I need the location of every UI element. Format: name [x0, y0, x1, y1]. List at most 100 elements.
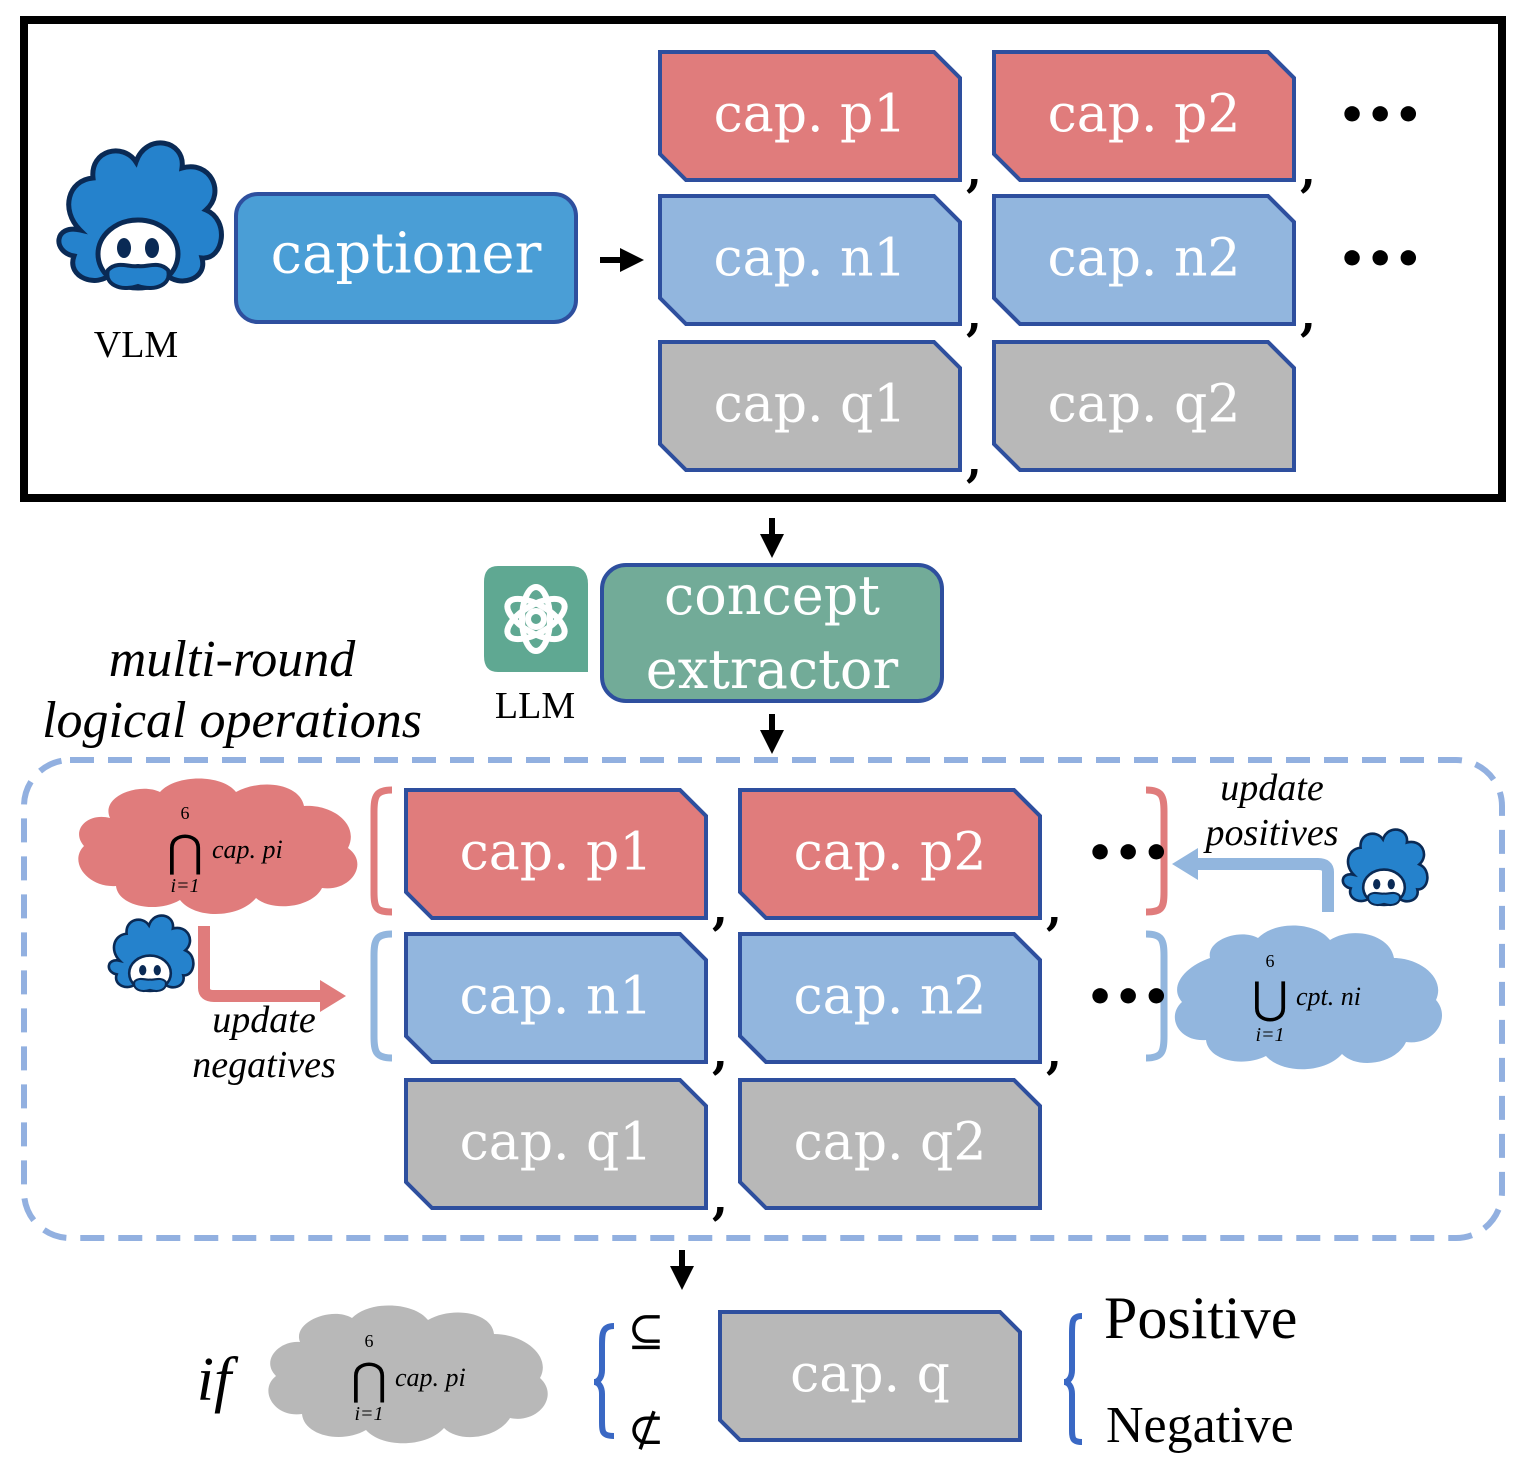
intersection-lower: i=1 [170, 875, 199, 897]
logic-panel-negatives-separator-1: , [712, 1025, 728, 1079]
subset-symbol: ⊆ [628, 1306, 665, 1357]
logic-title-line1: multi-round [109, 631, 357, 688]
logic-panel-negatives-separator-2: , [1046, 1025, 1062, 1079]
negatives-right-bracket [1145, 930, 1168, 1062]
top-panel-negatives-card-2-shape [992, 194, 1296, 326]
logic-panel-queries-card-2: cap. q2 [738, 1078, 1042, 1210]
top-panel-positives-card-2-shape [992, 50, 1296, 182]
update-positives-arrowhead [1172, 848, 1198, 880]
top-panel-positives-separator-2: , [1300, 143, 1316, 197]
bottom-intersection-formula: 6 ⋂ i=1 cap. pi [351, 1331, 466, 1425]
logic-caption-grid: cap. p1,cap. p2,•••cap. n1,cap. n2,•••ca… [404, 788, 1170, 1225]
if-label: if [197, 1346, 239, 1414]
logic-panel-positives-card-2: cap. p2 [738, 788, 1042, 920]
top-panel-queries-card-2-shape [992, 340, 1296, 472]
top-panel-frame [20, 16, 1506, 502]
vlm-icon-positives [1341, 828, 1429, 907]
top-panel-queries-card-2: cap. q2 [992, 340, 1296, 472]
top-panel-positives-card-1: cap. p1 [658, 50, 962, 182]
top-panel-negatives-card-1-label: cap. n1 [713, 229, 906, 289]
vlm-icon [59, 143, 222, 288]
positives-right-bracket [1145, 786, 1168, 916]
top-panel-positives-card-2-label: cap. p2 [1048, 85, 1241, 145]
logic-panel-negatives-card-1: cap. n1 [404, 932, 708, 1064]
top-panel-queries-card-1: cap. q1 [658, 340, 962, 472]
intersection-cloud [78, 778, 358, 915]
top-panel-queries-card-2-label: cap. q2 [1048, 375, 1241, 435]
logic-panel-positives-card-2-label: cap. p2 [794, 823, 987, 883]
top-panel-negatives-ellipsis: ••• [1338, 234, 1422, 285]
intersection-upper: 6 [181, 803, 190, 823]
negatives-left-bracket [370, 930, 393, 1062]
intersection-formula: 6 ⋂ i=1 cap. pi [167, 803, 283, 897]
positives-left-bracket [370, 786, 393, 916]
logic-panel-queries-card-2-label: cap. q2 [794, 1113, 987, 1173]
llm-label: LLM [495, 685, 575, 727]
top-panel-negatives-separator-2: , [1300, 287, 1316, 341]
top-panel-negatives-card-2-label: cap. n2 [1047, 229, 1240, 289]
logic-panel-queries-card-1-label: cap. q1 [460, 1113, 653, 1173]
intersection-operator: ⋂ [167, 827, 203, 876]
update-positives-line2: positives [1203, 812, 1339, 854]
query-caption-box [718, 1310, 1022, 1442]
concept-extractor-box [600, 563, 944, 703]
logic-panel-negatives-card-1-label: cap. n1 [459, 967, 652, 1027]
top-panel-positives-card-2: cap. p2 [992, 50, 1296, 182]
union-lower: i=1 [1255, 1024, 1284, 1046]
bottom-intersection-cloud [268, 1305, 548, 1444]
update-positives-arrow [1196, 858, 1334, 912]
not-subset-symbol: ⊄ [628, 1404, 665, 1455]
logic-panel-positives-separator-2: , [1046, 881, 1062, 935]
top-panel-positives-ellipsis: ••• [1338, 90, 1422, 141]
logic-panel-positives-card-1-shape [404, 788, 708, 920]
captioner-label: captioner [271, 222, 542, 287]
top-caption-grid: cap. p1,cap. p2,•••cap. n1,cap. n2,•••ca… [658, 50, 1422, 487]
outcome-brace [1063, 1313, 1083, 1445]
intersection-term: cap. pi [212, 835, 283, 864]
logic-panel-frame [21, 757, 1505, 1241]
llm-logo [484, 566, 588, 672]
top-panel-positives-card-1-shape [658, 50, 962, 182]
update-negatives-line2: negatives [192, 1044, 336, 1086]
query-caption-label: cap. q [790, 1345, 950, 1405]
logic-panel-negatives-card-2: cap. n2 [738, 932, 1042, 1064]
concept-extractor-line1: concept [664, 564, 880, 627]
logic-panel-queries-card-1: cap. q1 [404, 1078, 708, 1210]
bottom-intersection-operator: ⋂ [351, 1355, 387, 1404]
union-operator: ⋃ [1252, 974, 1288, 1023]
bottom-intersection-lower: i=1 [354, 1403, 383, 1425]
union-upper: 6 [1266, 951, 1275, 971]
logic-panel-positives-card-2-shape [738, 788, 1042, 920]
condition-brace [593, 1323, 615, 1439]
logic-panel-negatives-card-1-shape [404, 932, 708, 1064]
logic-panel-positives-separator-1: , [712, 881, 728, 935]
union-cloud [1174, 925, 1443, 1070]
logic-title-line2: logical operations [42, 692, 422, 749]
top-panel-negatives-card-1-shape [658, 194, 962, 326]
top-panel-queries-card-1-shape [658, 340, 962, 472]
logic-panel-positives-card-1: cap. p1 [404, 788, 708, 920]
logic-panel-queries-card-1-shape [404, 1078, 708, 1210]
union-term: cpt. ni [1296, 982, 1361, 1011]
top-panel-negatives-card-1: cap. n1 [658, 194, 962, 326]
concept-extractor-line2: extractor [646, 638, 899, 701]
negative-label: Negative [1106, 1397, 1294, 1454]
union-formula: 6 ⋃ i=1 cpt. ni [1252, 951, 1361, 1046]
bottom-intersection-upper: 6 [365, 1331, 374, 1351]
top-panel-queries-card-1-label: cap. q1 [714, 375, 907, 435]
update-positives-line1: update [1220, 767, 1324, 809]
logic-panel-queries-card-2-shape [738, 1078, 1042, 1210]
top-panel-negatives-separator-1: , [966, 287, 982, 341]
openai-knot-icon [504, 584, 568, 654]
update-negatives-line1: update [212, 999, 316, 1041]
logic-panel-negatives-ellipsis: ••• [1086, 972, 1170, 1023]
logic-panel-negatives-card-2-label: cap. n2 [793, 967, 986, 1027]
logic-panel-queries-separator-1: , [712, 1171, 728, 1225]
update-negatives-arrowhead [320, 980, 346, 1012]
captioner-box [234, 192, 578, 324]
vlm-icon-negatives [107, 914, 195, 993]
vlm-label: VLM [94, 324, 178, 366]
bottom-intersection-term: cap. pi [395, 1363, 466, 1392]
top-panel-negatives-card-2: cap. n2 [992, 194, 1296, 326]
